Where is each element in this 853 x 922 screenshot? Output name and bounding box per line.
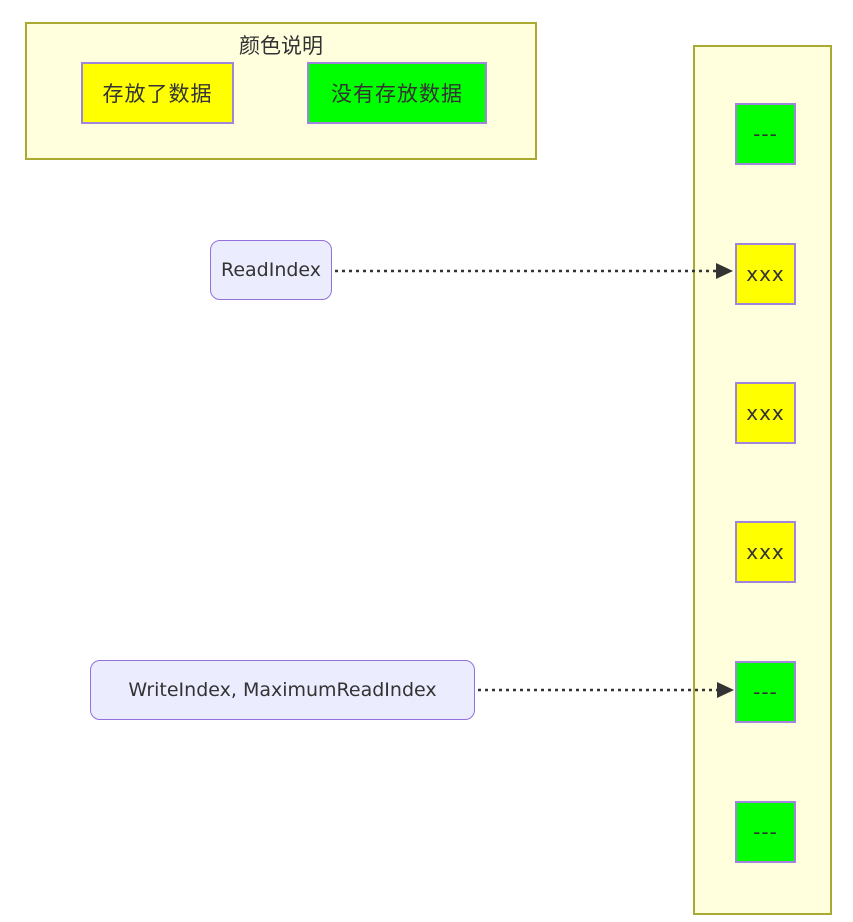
legend-box: 颜色说明 存放了数据 没有存放数据 [25,22,537,160]
buffer-cell-4: --- [735,661,796,723]
legend-item-filled: 存放了数据 [81,62,234,124]
buffer-cell-0: --- [735,103,796,165]
legend-item-empty: 没有存放数据 [307,62,487,124]
buffer-cell-3: xxx [735,521,796,583]
readindex-arrow [335,263,733,279]
writeindex-node: WriteIndex, MaximumReadIndex [90,660,475,720]
buffer-column: --- xxx xxx xxx --- --- [693,45,832,915]
legend-title: 颜色说明 [239,34,323,58]
readindex-node: ReadIndex [210,240,332,300]
writeindex-label: WriteIndex, MaximumReadIndex [128,679,437,701]
buffer-cell-5: --- [735,801,796,863]
buffer-cell-1: xxx [735,243,796,305]
readindex-label: ReadIndex [220,259,322,281]
buffer-cell-2: xxx [735,382,796,444]
